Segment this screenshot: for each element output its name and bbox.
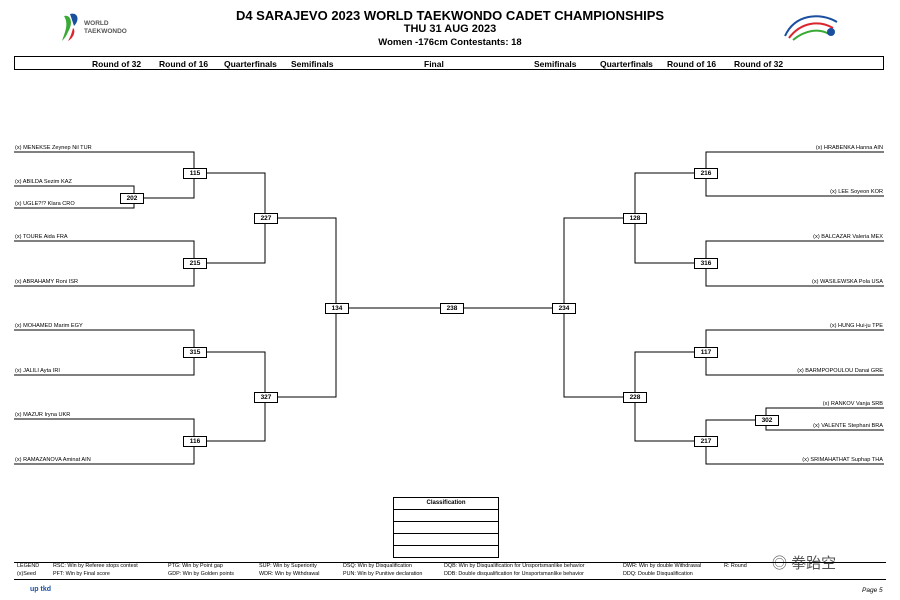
col-left-round-of-16: Round of 16	[159, 59, 209, 69]
col-final: Final	[424, 59, 444, 69]
left-athlete-8: (x) MAZUR Iryna UKR	[15, 412, 71, 418]
right-athlete-9: (x) SRIMAHATHAT Suphap THA	[802, 457, 883, 463]
match-box-202: 202	[120, 193, 144, 204]
legend-dwr: DWR: Win by double Withdrawal	[623, 563, 702, 569]
classification-title: Classification	[394, 498, 498, 510]
classification-row	[394, 522, 498, 534]
left-athlete-5: (x) ABRAHAMY Roni ISR	[15, 279, 78, 285]
col-right-round-of-32: Round of 32	[734, 59, 784, 69]
left-athlete-2: (x) ABILDA Sezim KAZ	[15, 179, 72, 185]
championship-emblem-logo	[784, 15, 838, 41]
legend-ddb: DDB: Double disqualification for Unsport…	[444, 571, 584, 577]
match-box-134: 134	[325, 303, 349, 314]
right-athlete-4: (x) WASILEWSKA Pola USA	[812, 279, 883, 285]
col-left-quarterfinals: Quarterfinals	[224, 59, 277, 69]
legend-dqb: DQB: Win by Disqualification for Unsport…	[444, 563, 585, 569]
col-right-quarterfinals: Quarterfinals	[600, 59, 653, 69]
legend-box	[14, 562, 886, 580]
legend-seed: (x)Seed	[17, 571, 36, 577]
match-box-final-238: 238	[440, 303, 464, 314]
match-box-115: 115	[183, 168, 207, 179]
legend-ddq: DDQ: Double Disqualification	[623, 571, 693, 577]
match-box-327: 327	[254, 392, 278, 403]
match-box-228: 228	[623, 392, 647, 403]
legend-pun: PUN: Win by Punitive declaration	[343, 571, 423, 577]
right-athlete-6: (x) BARMPOPOULOU Danai GRE	[797, 368, 883, 374]
match-box-215: 215	[183, 258, 207, 269]
right-athlete-8: (x) VALENTE Stephani BRA	[813, 423, 883, 429]
legend-gdp: GDP: Win by Golden points	[168, 571, 234, 577]
match-box-128: 128	[623, 213, 647, 224]
col-left-round-of-32: Round of 32	[92, 59, 142, 69]
left-athlete-9: (x) RAMAZANOVA Aminat AIN	[15, 457, 91, 463]
left-athlete-4: (x) TOURE Aida FRA	[15, 234, 68, 240]
legend-rsc: RSC: Win by Referee stops contest	[53, 563, 138, 569]
weight-category: Women -176cm Contestants: 18	[378, 37, 522, 48]
match-box-316: 316	[694, 258, 718, 269]
col-left-semifinals: Semifinals	[291, 59, 334, 69]
match-box-117: 117	[694, 347, 718, 358]
uptkd-logo: up tkd	[30, 586, 51, 593]
col-right-round-of-16: Round of 16	[667, 59, 717, 69]
match-box-217: 217	[694, 436, 718, 447]
match-box-116: 116	[183, 436, 207, 447]
legend-r: R: Round	[724, 563, 747, 569]
logo-text-taekwondo: TAEKWONDO	[84, 28, 127, 35]
legend-label: LEGEND	[17, 563, 40, 569]
legend-ptg: PTG: Win by Point gap	[168, 563, 223, 569]
match-box-216: 216	[694, 168, 718, 179]
round-header-bar	[14, 56, 884, 70]
event-title: D4 SARAJEVO 2023 WORLD TAEKWONDO CADET C…	[235, 8, 665, 23]
legend-wdr: WDR: Win by Withdrawal	[259, 571, 320, 577]
right-athlete-3: (x) BALCAZAR Valeria MEX	[813, 234, 883, 240]
right-athlete-1: (x) HRABENKA Hanna AIN	[815, 145, 883, 151]
world-taekwondo-logo: WORLD TAEKWONDO	[62, 13, 127, 41]
legend-pft: PFT: Win by Final score	[53, 571, 110, 577]
match-box-315: 315	[183, 347, 207, 358]
right-athlete-5: (x) HUNG Hui-ju TPE	[829, 323, 883, 329]
page-number: Page 5	[862, 587, 883, 594]
classification-row	[394, 546, 498, 557]
wechat-icon: ◎	[772, 555, 792, 572]
match-box-227: 227	[254, 213, 278, 224]
logo-text-world: WORLD	[84, 20, 109, 27]
classification-row	[394, 510, 498, 522]
match-box-302: 302	[755, 415, 779, 426]
match-box-234: 234	[552, 303, 576, 314]
left-athlete-3: (x) UGLE?!? Klara CRO	[15, 201, 75, 207]
right-athlete-2: (x) LEE Soyeon KOR	[830, 189, 883, 195]
left-athlete-6: (x) MOHAMED Marim EGY	[15, 323, 83, 329]
col-right-semifinals: Semifinals	[534, 59, 577, 69]
left-athlete-7: (x) JALILI Ayta IRI	[15, 368, 60, 374]
classification-row	[394, 534, 498, 546]
legend-dsq: DSQ: Win by Disqualification	[343, 563, 412, 569]
legend-sup: SUP: Win by Superiority	[259, 563, 317, 569]
classification-table: Classification	[393, 497, 499, 558]
event-date: THU 31 AUG 2023	[403, 23, 497, 35]
right-athlete-7: (x) RANKOV Vanja SRB	[822, 401, 883, 407]
left-athlete-1: (x) MENEKSE Zeynep Nil TUR	[15, 145, 92, 151]
wechat-watermark: ◎ 拳跆空	[772, 555, 837, 572]
